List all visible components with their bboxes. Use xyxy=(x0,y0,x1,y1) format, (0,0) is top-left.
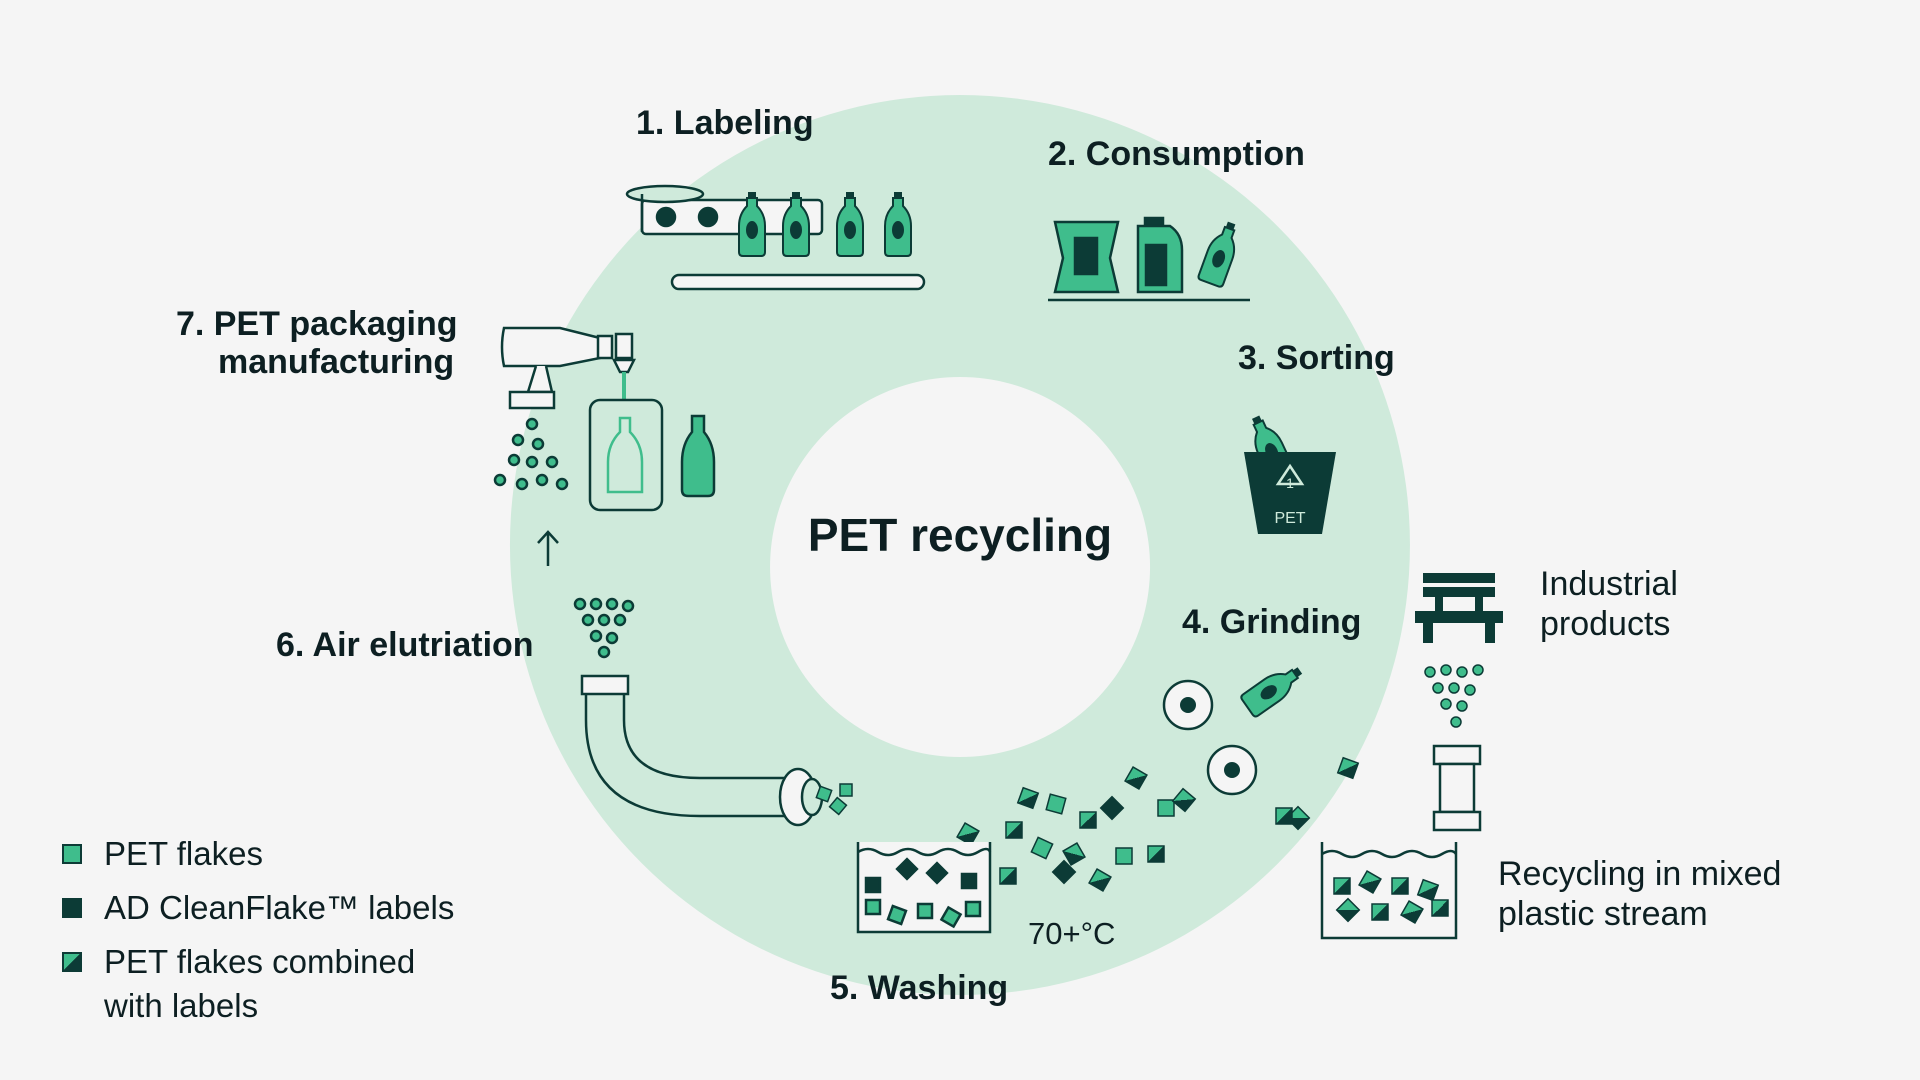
pellet-drops-icon xyxy=(1424,664,1484,728)
pet-sorting-bin-icon: 1 PET xyxy=(1242,410,1336,534)
legend-label-line2: with labels xyxy=(104,987,259,1024)
step-6-label: 6. Air elutriation xyxy=(276,626,534,664)
legend-label: AD CleanFlake™ labels xyxy=(104,889,455,926)
legend-swatch-combined xyxy=(62,952,82,972)
consumer-packages-icon xyxy=(1048,216,1250,302)
industrial-products-line2: products xyxy=(1540,605,1671,643)
cycle-ring xyxy=(509,95,1410,995)
mixed-stream-tank-icon xyxy=(1320,842,1458,940)
legend-swatch-dark xyxy=(62,898,82,918)
step-4-label: 4. Grinding xyxy=(1182,603,1362,641)
step-2-label: 2. Consumption xyxy=(1048,135,1305,173)
flake-trail xyxy=(956,756,1360,892)
svg-text:1: 1 xyxy=(1286,475,1294,491)
washing-temperature: 70+°C xyxy=(1028,916,1116,951)
step-7-label-line2: manufacturing xyxy=(218,343,455,381)
washing-tank-icon xyxy=(856,842,992,934)
legend-swatch-light xyxy=(62,844,82,864)
step-1-label: 1. Labeling xyxy=(636,104,814,142)
labeling-conveyor-icon xyxy=(625,184,926,291)
mixed-stream-line1: Recycling in mixed xyxy=(1498,855,1782,893)
up-arrow-icon xyxy=(537,530,559,566)
finished-bottle-icon xyxy=(680,414,716,498)
legend-item-pet-flakes: PET flakes xyxy=(62,832,454,876)
svg-text:PET: PET xyxy=(1274,510,1305,527)
step-3-label: 3. Sorting xyxy=(1238,339,1395,377)
step-7-label-line1: 7. PET packaging xyxy=(176,305,458,343)
legend-item-combined: PET flakes combined with labels xyxy=(62,940,454,1028)
industrial-bench-icon xyxy=(1415,573,1503,643)
industrial-products-line1: Industrial xyxy=(1540,565,1678,603)
legend-item-labels: AD CleanFlake™ labels xyxy=(62,886,454,930)
air-pipe-icon xyxy=(573,597,853,827)
legend-label: PET flakes xyxy=(104,835,263,872)
step-5-label: 5. Washing xyxy=(830,969,1009,1007)
mixed-stream-line2: plastic stream xyxy=(1498,895,1708,933)
blow-molding-icon xyxy=(493,326,664,512)
legend-label-line1: PET flakes combined xyxy=(104,943,416,980)
legend-label: PET flakes combined with labels xyxy=(104,940,415,1028)
diagram-title: PET recycling xyxy=(807,509,1113,561)
legend: PET flakes AD CleanFlake™ labels PET fla… xyxy=(62,832,454,1038)
extruder-pipe-icon xyxy=(1432,744,1482,832)
